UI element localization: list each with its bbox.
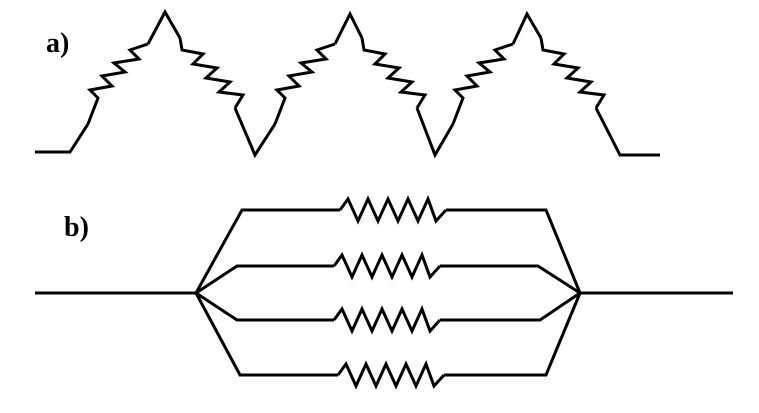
series-resistor-6 [539, 37, 607, 109]
panel-b-label: b) [64, 212, 89, 243]
series-wire-peak-1 [146, 8, 182, 45]
series-wire-peak-2 [333, 10, 364, 45]
branch-3-resistor [332, 305, 442, 335]
panel-a-label: a) [46, 28, 69, 59]
branch-2-resistor [332, 251, 442, 281]
series-resistor-3 [273, 42, 336, 125]
branch-3-right-wire [440, 291, 581, 322]
branch-2-right-wire [440, 264, 581, 295]
branch-4-left-wire [194, 292, 338, 377]
series-resistor-1 [86, 42, 149, 125]
series-wire-valley-1 [233, 107, 277, 159]
series-wire-peak-3 [511, 10, 543, 45]
series-resistor-5 [451, 42, 514, 125]
series-lead-in-wire [35, 123, 90, 154]
series-resistor-4 [360, 37, 428, 109]
series-resistor-2 [178, 37, 246, 109]
branch-1-right-wire [446, 208, 582, 294]
branch-1-resistor [338, 195, 448, 225]
branch-3-left-wire [195, 291, 334, 322]
branch-1-left-wire [194, 208, 340, 294]
series-lead-out-wire [594, 107, 660, 157]
branch-4-resistor [336, 360, 446, 390]
branch-4-right-wire [444, 292, 582, 377]
panel-a-series-circuit: a) [35, 8, 660, 159]
series-wire-valley-2 [415, 107, 455, 159]
branch-2-left-wire [195, 264, 334, 295]
panel-b-parallel-circuit: b) [35, 195, 733, 390]
